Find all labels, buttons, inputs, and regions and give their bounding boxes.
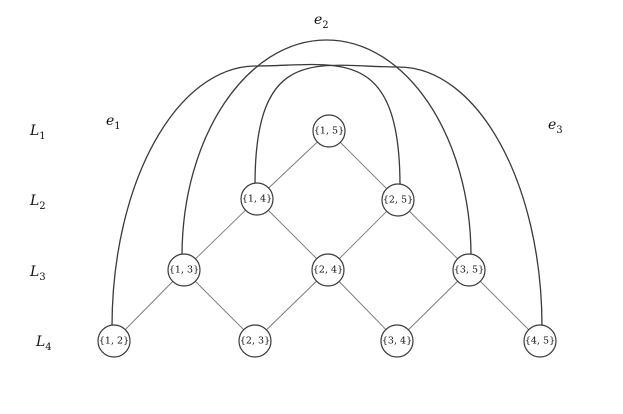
arc-label-e2: e2 — [314, 12, 329, 31]
node-label: {1, 2} — [99, 336, 129, 347]
lattice-edge — [113, 269, 185, 342]
hyperedge-arc-e2 — [181, 39, 472, 257]
node-label: {3, 5} — [454, 265, 484, 276]
arc-label-e3: e3 — [548, 117, 563, 136]
node-circle — [240, 182, 274, 216]
node-label: {4, 5} — [525, 336, 555, 347]
lattice-node-13: {1, 3} — [167, 253, 201, 287]
node-label: {2, 4} — [313, 265, 343, 276]
node-circle — [381, 183, 415, 217]
node-circle — [167, 253, 201, 287]
lattice-node-14: {1, 4} — [240, 182, 274, 216]
lattice-edge — [397, 199, 470, 271]
hyperedge-arc-e3 — [254, 64, 543, 328]
lattice-node-15: {1, 5} — [312, 114, 346, 148]
level-labels: L1 L2 L3 L4 — [29, 123, 52, 353]
arc-label-e1: e1 — [106, 113, 121, 132]
lattice-node-25: {2, 5} — [381, 183, 415, 217]
node-circle — [523, 324, 557, 358]
node-label: {3, 4} — [382, 336, 412, 347]
node-label: {2, 5} — [383, 195, 413, 206]
node-layer: {1, 5} {1, 4} {2, 5} {1, 3} {2, 4} {3, 5} {1, … — [97, 114, 557, 358]
lattice-edge — [183, 269, 256, 342]
lattice-node-35: {3, 5} — [452, 253, 486, 287]
node-circle — [238, 324, 272, 358]
node-label: {1, 3} — [169, 265, 199, 276]
arc-layer — [111, 39, 543, 328]
node-circle — [311, 253, 345, 287]
lattice-edge — [254, 269, 329, 342]
node-circle — [312, 114, 346, 148]
level-label-4: L4 — [35, 334, 52, 353]
level-label-3: L3 — [29, 264, 46, 283]
node-label: {1, 4} — [242, 194, 272, 205]
lattice-node-24: {2, 4} — [311, 253, 345, 287]
node-label: {1, 5} — [314, 126, 344, 137]
lattice-node-34: {3, 4} — [380, 324, 414, 358]
lattice-node-12: {1, 2} — [97, 324, 131, 358]
level-label-1: L1 — [29, 123, 46, 142]
node-label: {2, 3} — [240, 336, 270, 347]
node-circle — [380, 324, 414, 358]
lattice-edge — [468, 269, 541, 342]
node-circle — [452, 253, 486, 287]
lattice-node-45: {4, 5} — [523, 324, 557, 358]
node-circle — [97, 324, 131, 358]
lattice-edge — [396, 269, 470, 342]
edge-layer — [113, 130, 541, 342]
level-label-2: L2 — [29, 193, 46, 212]
lattice-edge — [183, 198, 258, 271]
hyperedge-arc-e1 — [111, 63, 401, 328]
lattice-edge — [256, 198, 329, 271]
arc-labels: e1 e2 e3 — [106, 12, 563, 136]
lattice-node-23: {2, 3} — [238, 324, 272, 358]
